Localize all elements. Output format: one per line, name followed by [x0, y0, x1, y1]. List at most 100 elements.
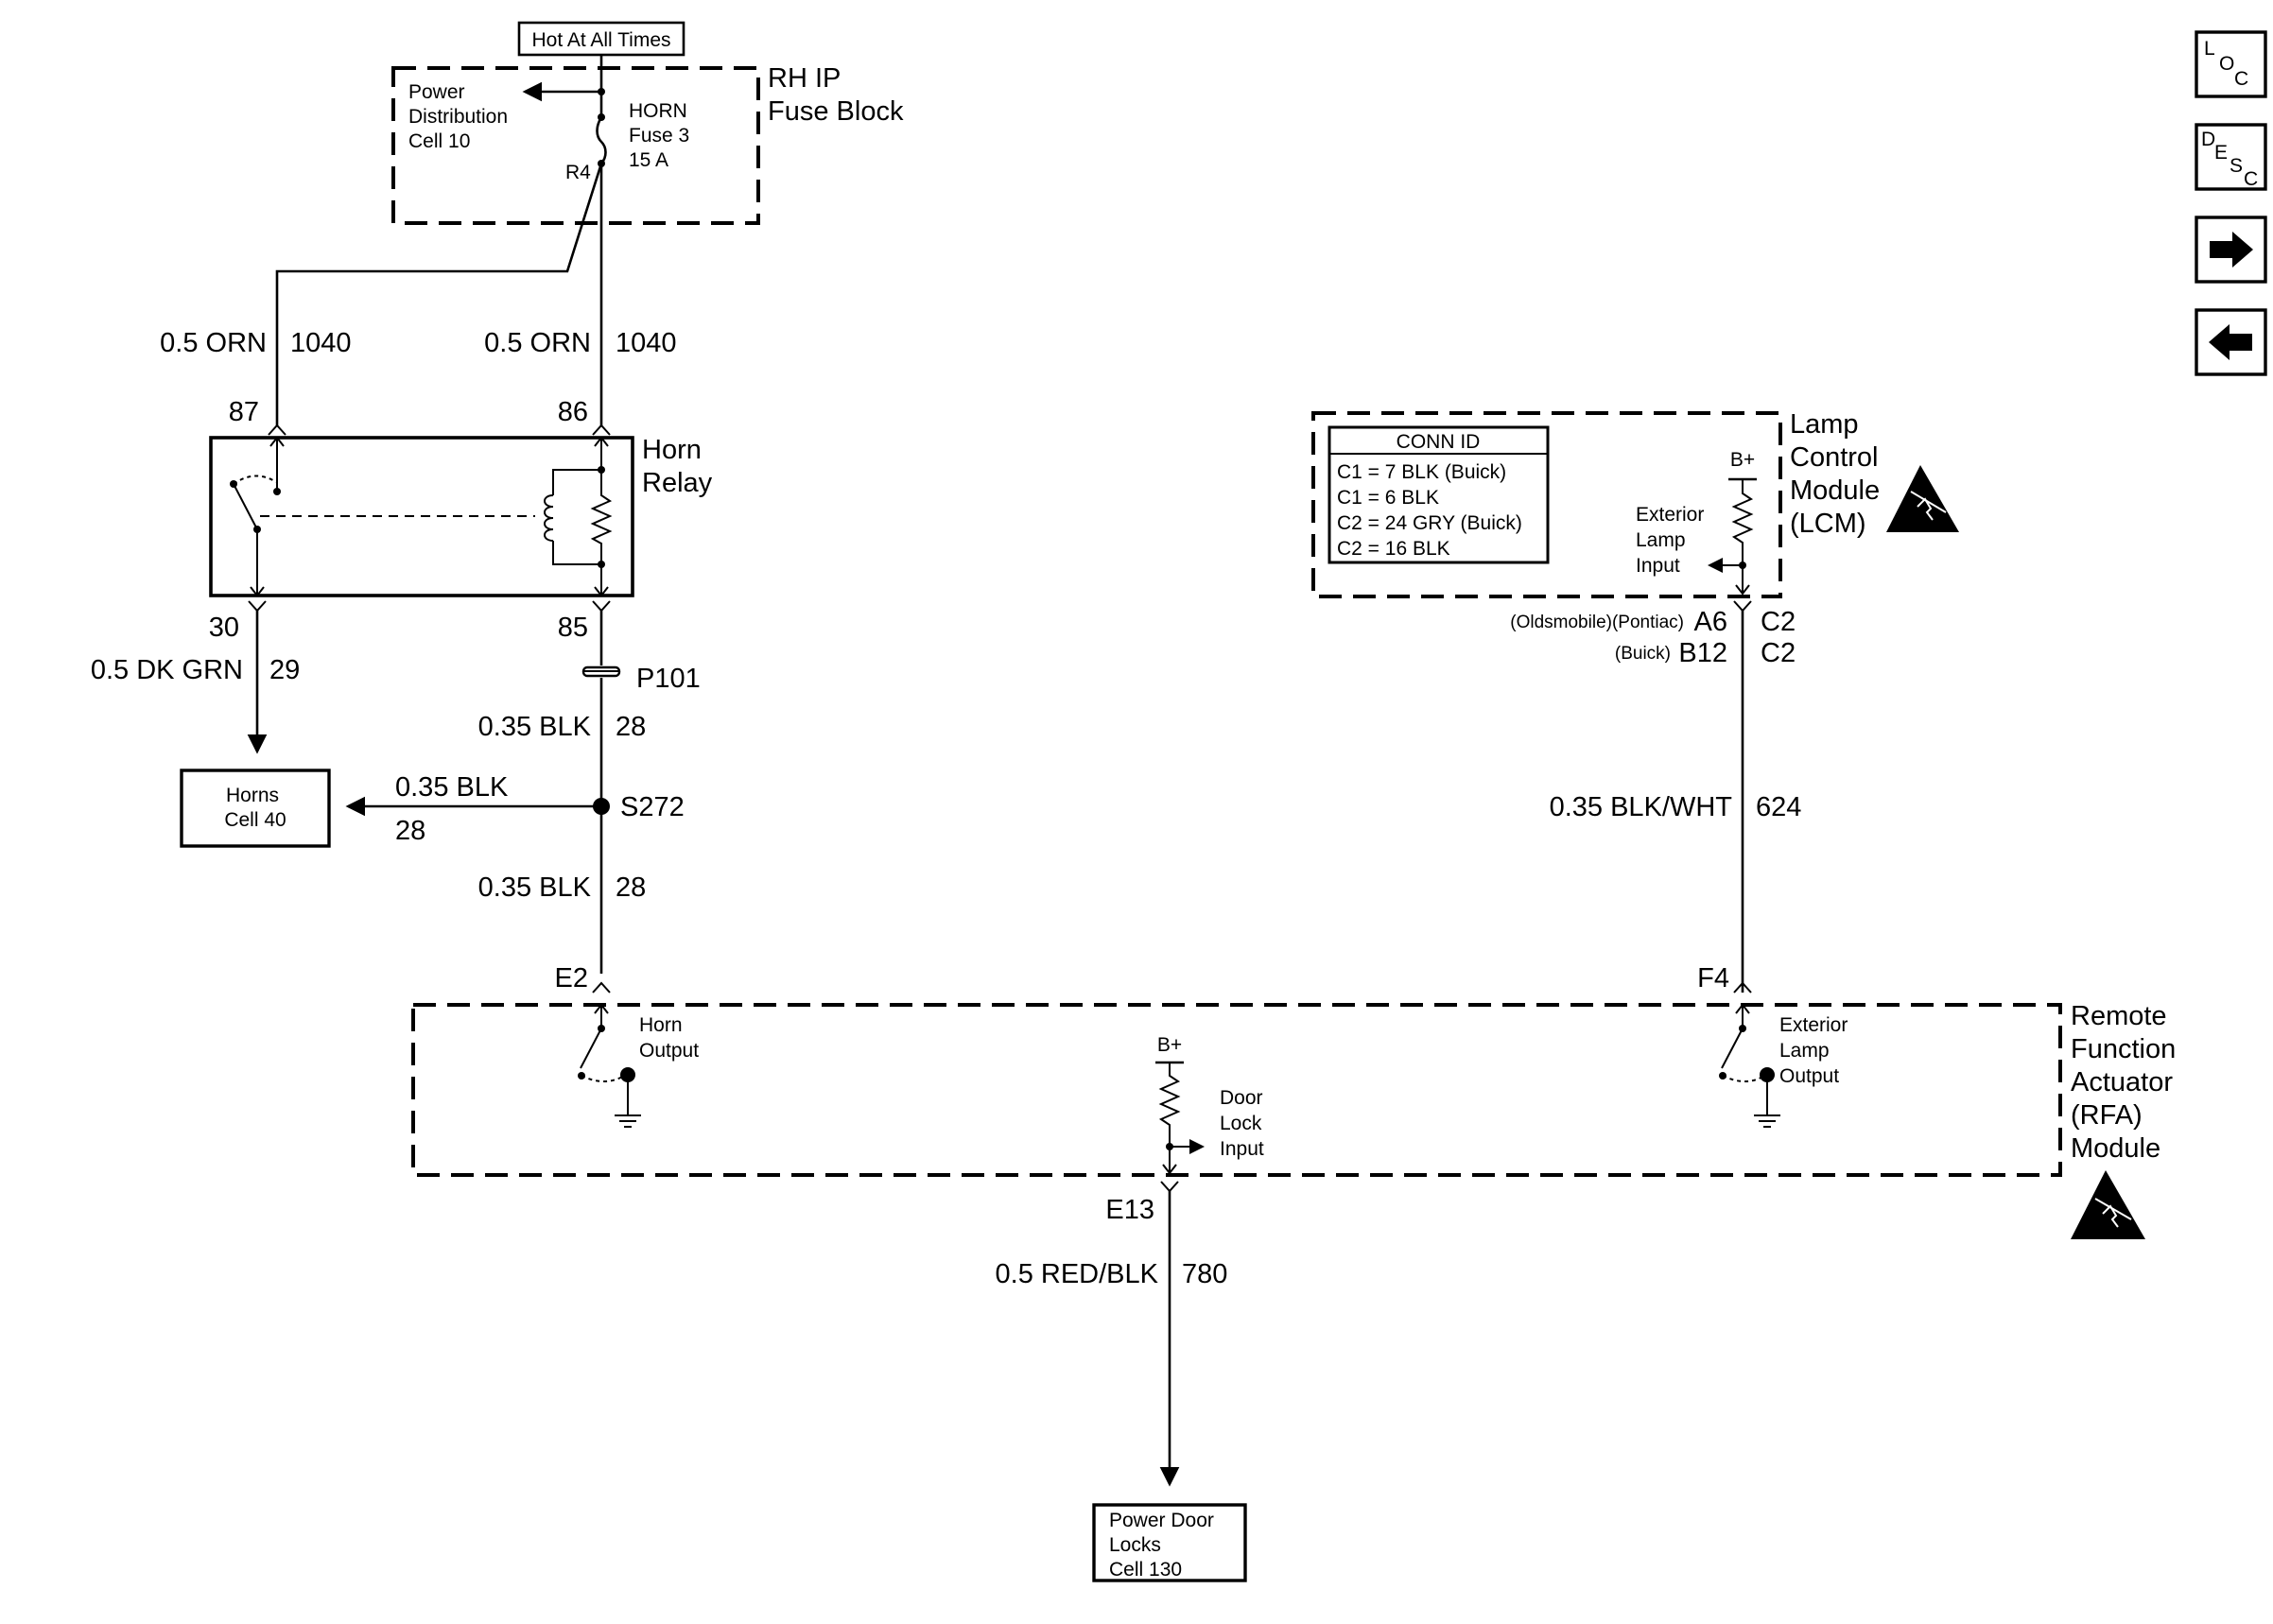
wire-85a-circuit: 28: [616, 712, 646, 742]
arrow-left-icon: [2209, 324, 2252, 360]
connector-e13: E13: [1105, 1195, 1154, 1225]
rfa-title-5: Module: [2071, 1133, 2160, 1164]
esd-warning-icon: [1886, 465, 1959, 532]
horns-label-1: Horns: [226, 785, 279, 806]
wire-door-gauge: 0.5 RED/BLK: [996, 1259, 1159, 1289]
rfa-bplus: B+: [1157, 1034, 1182, 1056]
arrow-right-icon: [2210, 232, 2253, 268]
wire-87-circuit: 1040: [290, 328, 352, 358]
connector-p101: P101: [636, 664, 701, 694]
relay-switch-blade: [233, 483, 258, 530]
rfa-title-3: Actuator: [2071, 1067, 2173, 1097]
power-door-locks-3: Cell 130: [1109, 1559, 1182, 1581]
lcm-input-2: Lamp: [1636, 529, 1686, 551]
door-lock-pullup-resistor: [1158, 1063, 1181, 1172]
lcm-input-1: Exterior: [1636, 504, 1704, 526]
power-door-locks-1: Power Door: [1109, 1510, 1214, 1531]
wire-85a-gauge: 0.35 BLK: [478, 712, 592, 742]
connector-e13-symbol: [1160, 1181, 1179, 1193]
door-lock-input-2: Lock: [1220, 1113, 1262, 1134]
wire-87-gauge: 0.5 ORN: [160, 328, 267, 358]
next-page-button[interactable]: [2195, 216, 2267, 284]
relay-30-arrow: [250, 586, 265, 597]
description-button[interactable]: D E S C: [2195, 123, 2267, 191]
wire-horns-circuit: 28: [395, 816, 425, 846]
ext-lamp-output-2: Lamp: [1779, 1040, 1830, 1062]
horn-fuse-2: Fuse 3: [629, 125, 689, 147]
relay-pin-86: 86: [558, 397, 588, 427]
relay-85-arrow: [594, 586, 609, 597]
connector-a6-symbol: [1733, 600, 1752, 613]
relay-coil-winding: [544, 494, 554, 542]
loc-letter: O: [2219, 53, 2234, 75]
rfa-title-4: (RFA): [2071, 1100, 2143, 1131]
wire-86-circuit: 1040: [616, 328, 677, 358]
conn-id-row: C1 = 6 BLK: [1337, 487, 1439, 509]
horn-relay-title-1: Horn: [642, 435, 702, 465]
door-lock-input-1: Door: [1220, 1087, 1263, 1109]
hot-at-all-times-label: Hot At All Times: [531, 29, 670, 51]
ext-lamp-output-arrow: [1735, 1003, 1750, 1014]
lcm-input-arrowhead: [1735, 584, 1750, 596]
power-distribution-2: Distribution: [408, 106, 508, 128]
desc-letter: D: [2201, 129, 2215, 150]
horn-fuse-3: 15 A: [629, 149, 668, 171]
lcm-title-2: Control: [1790, 442, 1879, 473]
wire-30-circuit: 29: [269, 655, 300, 685]
wire-30-gauge: 0.5 DK GRN: [91, 655, 243, 685]
connector-87-top: [268, 423, 286, 436]
lcm-conn-c2: C2: [1761, 638, 1796, 668]
horn-relay-title-2: Relay: [642, 468, 713, 498]
lcm-title-1: Lamp: [1790, 409, 1859, 440]
connector-e2-symbol: [592, 981, 611, 993]
lcm-input-3: Input: [1636, 555, 1680, 577]
fuse-block-title-2: Fuse Block: [768, 96, 904, 127]
connector-e2: E2: [555, 963, 588, 993]
fuse-block-outline: [391, 66, 760, 225]
wire-87-feed: [275, 163, 603, 425]
power-door-locks-box: [1092, 1503, 1247, 1582]
horns-label-2: Cell 40: [224, 809, 286, 831]
lcm-pin-prefix-2: (Buick): [1615, 644, 1671, 664]
loc-letter: L: [2204, 38, 2215, 60]
relay-pin-87: 87: [229, 397, 259, 427]
lcm-pin-a6: A6: [1694, 607, 1727, 637]
connector-30-bottom: [248, 600, 267, 613]
horn-output-2: Output: [639, 1040, 699, 1062]
horn-output-1: Horn: [639, 1014, 683, 1036]
desc-letter: S: [2230, 155, 2243, 177]
lcm-conn-c2: C2: [1761, 607, 1796, 637]
relay-contact-dot: [273, 488, 281, 495]
location-button[interactable]: L O C: [2195, 30, 2267, 98]
relay-pin-30: 30: [209, 613, 239, 643]
door-lock-input-3: Input: [1220, 1138, 1264, 1160]
relay-coil-frame: [552, 469, 601, 495]
relay-diode-resistor: [590, 470, 613, 564]
wire-86-gauge: 0.5 ORN: [484, 328, 591, 358]
lcm-pullup-resistor: [1731, 479, 1754, 594]
lcm-title-4: (LCM): [1790, 509, 1866, 539]
lcm-pin-prefix-1: (Oldsmobile)(Pontiac): [1510, 613, 1684, 632]
ext-lamp-switch-blade: [1721, 1028, 1744, 1069]
lcm-title-3: Module: [1790, 475, 1880, 506]
relay-coil-frame: [552, 541, 601, 565]
conn-id-row: C2 = 16 BLK: [1337, 538, 1450, 560]
rfa-title-2: Function: [2071, 1034, 2176, 1064]
ext-lamp-output-3: Output: [1779, 1065, 1839, 1087]
wire-door-circuit: 780: [1182, 1259, 1227, 1289]
power-door-locks-2: Locks: [1109, 1534, 1161, 1556]
wire-lcm-circuit: 624: [1756, 792, 1801, 822]
conn-id-row: C1 = 7 BLK (Buick): [1337, 461, 1506, 483]
relay-86-arrow: [594, 436, 609, 447]
wire-85b-circuit: 28: [616, 872, 646, 903]
loc-letter: C: [2234, 68, 2248, 90]
splice-s272: S272: [620, 792, 685, 822]
ext-lamp-output-1: Exterior: [1779, 1014, 1848, 1036]
connector-85-bottom: [592, 600, 611, 613]
ground-icon: [615, 1114, 641, 1128]
previous-page-button[interactable]: [2195, 308, 2267, 376]
conn-id-row: C2 = 24 GRY (Buick): [1337, 512, 1522, 534]
power-distribution-1: Power: [408, 81, 465, 103]
horns-box: [180, 769, 331, 848]
